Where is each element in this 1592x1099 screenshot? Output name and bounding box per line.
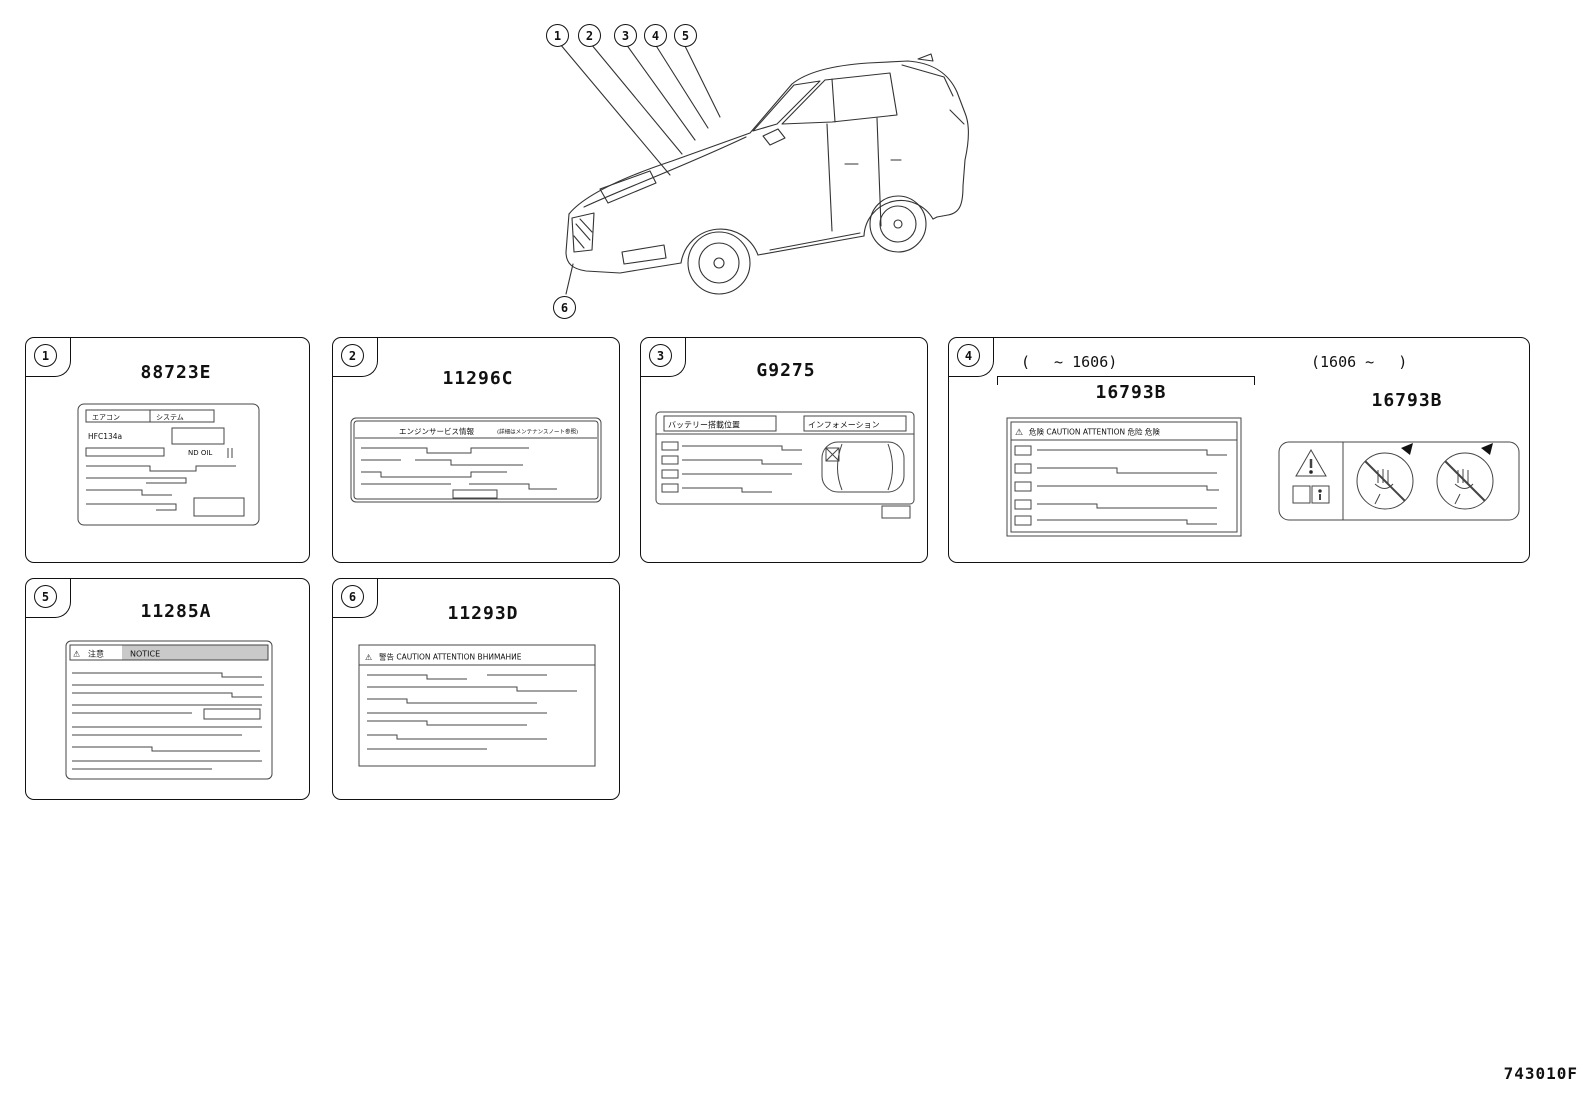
box6-tab: 6: [332, 578, 378, 618]
callout-3-label: 3: [621, 28, 630, 43]
car-glazing: [752, 72, 902, 232]
no-touch-hot-icon: [1356, 443, 1414, 510]
callout-5-label: 5: [681, 28, 690, 43]
notice-warning-triangle-icon: ⚠: [73, 650, 80, 659]
detail-box-5: 5 11285A ⚠ 注意 NOTICE: [25, 578, 310, 800]
car-front-details: [571, 53, 934, 265]
danger-label-frame: [1006, 417, 1242, 537]
date-range-right: (1606 ~ ): [1311, 353, 1408, 371]
part-number-11285A[interactable]: 11285A: [140, 601, 212, 622]
box5-tab: 5: [25, 578, 71, 618]
danger-label-artwork: ⚠ 危険 CAUTION ATTENTION 危险 危険: [1006, 417, 1242, 537]
battery-location-car-topview: [821, 441, 905, 493]
callout-5[interactable]: 5: [674, 24, 697, 47]
date-range-left: ( ~ 1606): [1021, 353, 1118, 371]
danger-title-text: 危険 CAUTION ATTENTION 危险 危険: [1029, 427, 1160, 437]
callout-1[interactable]: 1: [546, 24, 569, 47]
callout-6-label: 6: [560, 300, 569, 315]
detail-box-6: 6 11293D ⚠ 警告 CAUTION ATTENTION ВНИМАНИЕ: [332, 578, 620, 800]
battery-info-label-artwork: バッテリー搭載位置 インフォメーション: [655, 411, 915, 519]
box2-tab: 2: [332, 337, 378, 377]
nd-oil-text: ND OIL: [188, 449, 212, 457]
box3-callout[interactable]: 3: [649, 344, 672, 367]
part-number-11293D[interactable]: 11293D: [447, 603, 519, 624]
callout-4-label: 4: [651, 28, 660, 43]
engine-service-subtitle: (詳細はメンテナンスノート参照): [497, 428, 578, 436]
callout-1-label: 1: [553, 28, 562, 43]
notice-title-jp: 注意: [88, 649, 104, 659]
callout-3[interactable]: 3: [614, 24, 637, 47]
callout-6[interactable]: 6: [553, 296, 576, 319]
manual-book-icon: [1292, 485, 1330, 504]
part-number-16793B-early[interactable]: 16793B: [1095, 382, 1167, 403]
callout-4[interactable]: 4: [644, 24, 667, 47]
aircon-header-right: システム: [156, 414, 184, 422]
pictogram-label-artwork: [1278, 441, 1520, 521]
box1-callout-label: 1: [41, 348, 50, 363]
detail-box-4: 4 ( ~ 1606) (1606 ~ ) 16793B 16793B ⚠ 危険…: [948, 337, 1530, 563]
box4-tab: 4: [948, 337, 994, 377]
box5-callout[interactable]: 5: [34, 585, 57, 608]
car-body-outline: [565, 60, 969, 274]
caution-label-artwork: ⚠ 警告 CAUTION ATTENTION ВНИМАНИЕ: [358, 644, 596, 767]
battery-title-left: バッテリー搭載位置: [668, 420, 740, 430]
vehicle-illustration: [559, 43, 969, 295]
box4-callout[interactable]: 4: [957, 344, 980, 367]
engine-service-label-artwork: エンジンサービス情報 (詳細はメンテナンスノート参照): [350, 417, 602, 503]
refrigerant-type-text: HFC134a: [88, 432, 122, 441]
battery-title-right: インフォメーション: [808, 421, 880, 430]
pictogram-label-frame: [1278, 441, 1520, 521]
detail-box-3: 3 G9275: [640, 337, 928, 563]
box4-callout-label: 4: [964, 348, 973, 363]
callout-2-label: 2: [585, 28, 594, 43]
date-range-bracket: [997, 376, 1255, 385]
aircon-header-left: エアコン: [92, 414, 120, 422]
no-touch-rotating-icon: [1436, 443, 1494, 510]
caution-title-text: 警告 CAUTION ATTENTION ВНИМАНИЕ: [379, 652, 522, 662]
alert-triangle-icon: [1295, 448, 1327, 477]
part-number-88723E[interactable]: 88723E: [140, 362, 212, 383]
warning-triangle-icon: ⚠: [1015, 428, 1023, 438]
car-wheels: [687, 195, 927, 295]
detail-box-2: 2 11296C エンジンサービス情報 (詳細はメンテナンスノート参照): [332, 337, 620, 563]
part-number-G9275[interactable]: G9275: [756, 360, 816, 381]
notice-label-artwork: ⚠ 注意 NOTICE: [65, 640, 273, 780]
box6-callout-label: 6: [348, 589, 357, 604]
aircon-label-artwork: エアコン システム HFC134a ND OIL: [77, 403, 260, 526]
box5-callout-label: 5: [41, 589, 50, 604]
engine-service-frame: [350, 417, 602, 503]
notice-title-en: NOTICE: [130, 650, 160, 659]
box6-callout[interactable]: 6: [341, 585, 364, 608]
box1-callout[interactable]: 1: [34, 344, 57, 367]
caution-label-frame: [358, 644, 596, 767]
part-number-11296C[interactable]: 11296C: [442, 368, 514, 389]
figure-code: 743010F: [1503, 1064, 1578, 1083]
notice-header-shading: [122, 645, 268, 660]
caution-warning-triangle-icon: ⚠: [365, 653, 372, 662]
box1-tab: 1: [25, 337, 71, 377]
engine-service-title: エンジンサービス情報: [399, 426, 474, 436]
box3-tab: 3: [640, 337, 686, 377]
box2-callout[interactable]: 2: [341, 344, 364, 367]
battery-info-frame: [655, 411, 915, 519]
box2-callout-label: 2: [348, 348, 357, 363]
part-number-16793B-late[interactable]: 16793B: [1371, 390, 1443, 411]
notice-label-frame: [65, 640, 273, 780]
callout-leader-lines: [559, 43, 721, 295]
box3-callout-label: 3: [656, 348, 665, 363]
detail-box-1: 1 88723E エアコン システム HFC134a ND OIL: [25, 337, 310, 563]
aircon-label-frame: [77, 403, 260, 526]
callout-2[interactable]: 2: [578, 24, 601, 47]
